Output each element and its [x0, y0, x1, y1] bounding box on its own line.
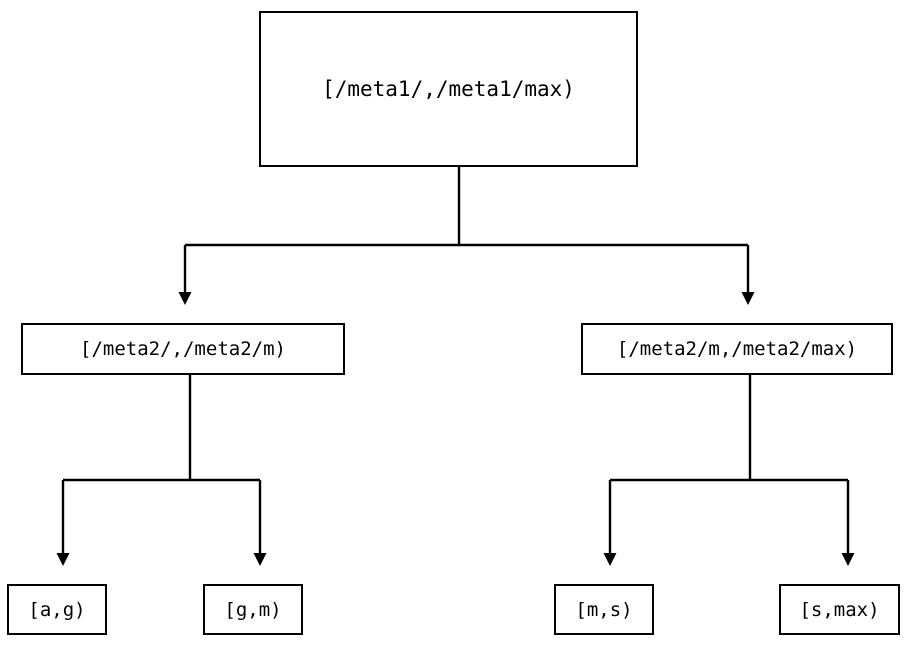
- tree-node-leaf-4[interactable]: [s,max): [779, 584, 900, 635]
- tree-node-leaf-1[interactable]: [a,g): [7, 584, 107, 635]
- arrow-head-leaf-2: [253, 553, 267, 566]
- tree-node-root[interactable]: [/meta1/,/meta1/max): [259, 11, 638, 167]
- arrow-head-leaf-4: [841, 553, 855, 566]
- tree-node-leaf-2[interactable]: [g,m): [203, 584, 303, 635]
- arrow-head-leaf-3: [603, 553, 617, 566]
- arrow-head-mid-left: [178, 292, 192, 305]
- tree-node-leaf-3[interactable]: [m,s): [554, 584, 654, 635]
- tree-node-mid-right[interactable]: [/meta2/m,/meta2/max): [581, 323, 893, 375]
- arrow-head-mid-right: [741, 292, 755, 305]
- tree-node-mid-left[interactable]: [/meta2/,/meta2/m): [21, 323, 345, 375]
- arrow-head-leaf-1: [56, 553, 70, 566]
